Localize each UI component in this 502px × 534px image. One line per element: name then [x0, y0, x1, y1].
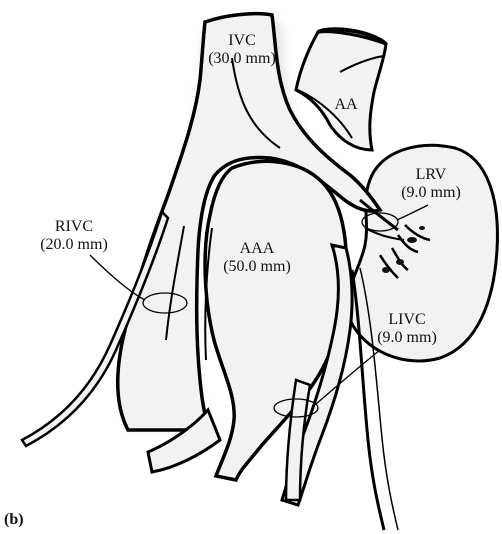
- aaa-label: AAA (50.0 mm): [212, 240, 302, 276]
- aa-name: AA: [326, 96, 366, 114]
- livc-name: LIVC: [367, 311, 447, 329]
- ivc-diameter: (30.0 mm): [197, 50, 287, 68]
- rivc-label: RIVC (20.0 mm): [30, 218, 118, 254]
- ivc-name: IVC: [197, 32, 287, 50]
- aaa-diameter: (50.0 mm): [212, 258, 302, 276]
- panel-label: (b): [4, 511, 24, 529]
- livc-diameter: (9.0 mm): [367, 329, 447, 347]
- ascending-aorta: [296, 32, 386, 150]
- livc-label: LIVC (9.0 mm): [367, 311, 447, 347]
- aa-label: AA: [326, 96, 366, 114]
- rivc-name: RIVC: [30, 218, 118, 236]
- lrv-label: LRV (9.0 mm): [386, 166, 476, 202]
- lrv-diameter: (9.0 mm): [386, 184, 476, 202]
- lrv-name: LRV: [386, 166, 476, 184]
- aaa-name: AAA: [212, 240, 302, 258]
- aaa-sac: [205, 161, 346, 480]
- ivc-label: IVC (30.0 mm): [197, 32, 287, 68]
- rivc-diameter: (20.0 mm): [30, 236, 118, 254]
